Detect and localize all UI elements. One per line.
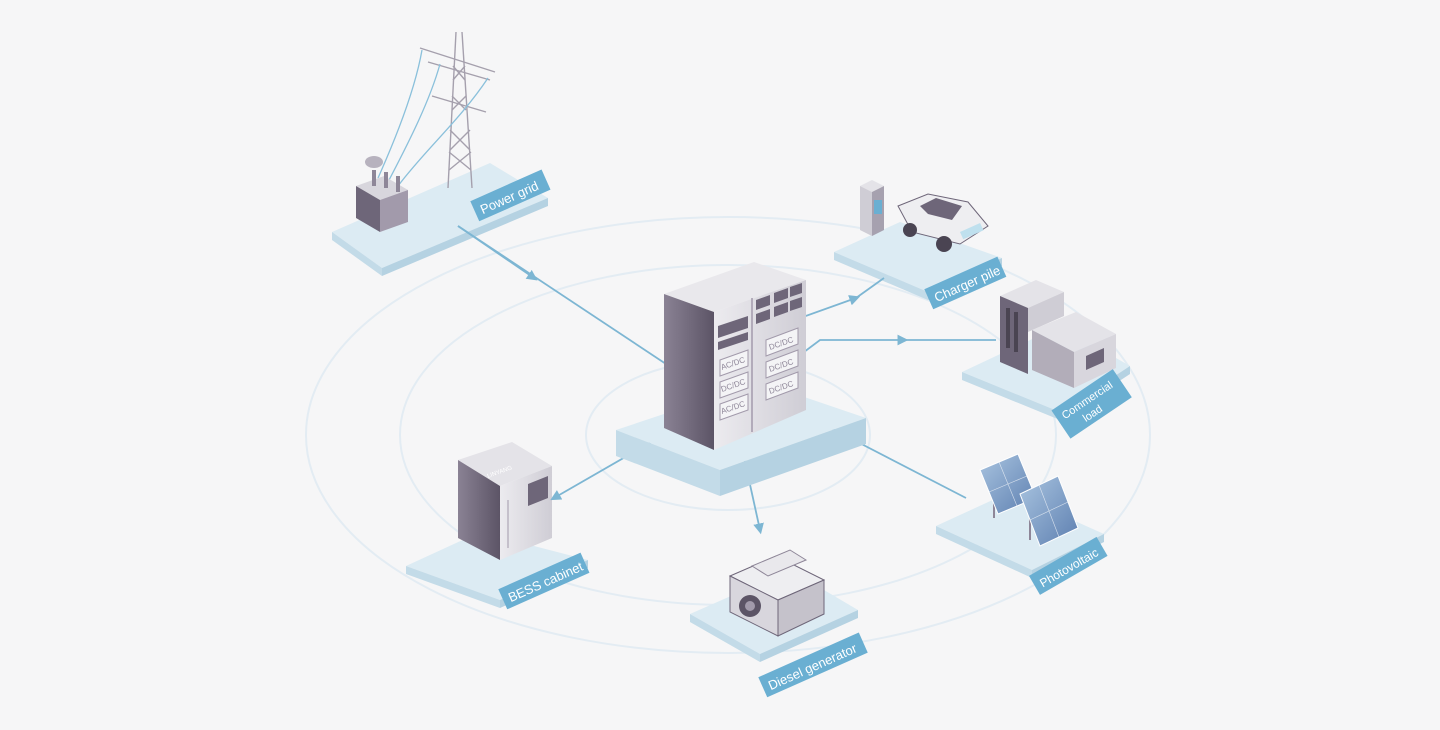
transmission-tower-icon	[419, 31, 496, 189]
power-conversion-cabinet-icon: AC/DC DC/DC AC/DC DC/DC DC/DC DC/DC	[664, 262, 806, 450]
solar-panel-icon	[979, 453, 1079, 547]
diesel-generator-node: Diesel generator	[690, 549, 868, 698]
platform	[332, 163, 548, 276]
ring-outer	[305, 216, 1151, 654]
flow-hub-to-charger-tail	[855, 277, 885, 299]
charger-pile-node: Charger pile	[834, 180, 1007, 310]
bess-cabinet-icon: LINYANG	[458, 442, 552, 560]
central-hub-node: AC/DC DC/DC AC/DC DC/DC DC/DC DC/DC	[616, 262, 866, 496]
photovoltaic-node: Photovoltaic	[936, 453, 1108, 595]
bess-cabinet-node: LINYANG BESS cabinet	[406, 442, 590, 610]
commercial-load-label: Commercial load	[1051, 369, 1132, 439]
power-lines	[377, 49, 489, 187]
power-grid-node: Power grid	[332, 31, 551, 276]
generator-icon	[728, 549, 826, 637]
building-icon	[1000, 280, 1116, 388]
converter-modules: AC/DC DC/DC AC/DC DC/DC DC/DC DC/DC	[719, 327, 799, 421]
charging-station-icon	[860, 180, 884, 236]
flow-grid-arrow	[457, 225, 538, 281]
commercial-load-node: Commercial load	[962, 280, 1132, 439]
electric-car-icon	[897, 193, 989, 252]
transformer-icon	[356, 156, 408, 232]
